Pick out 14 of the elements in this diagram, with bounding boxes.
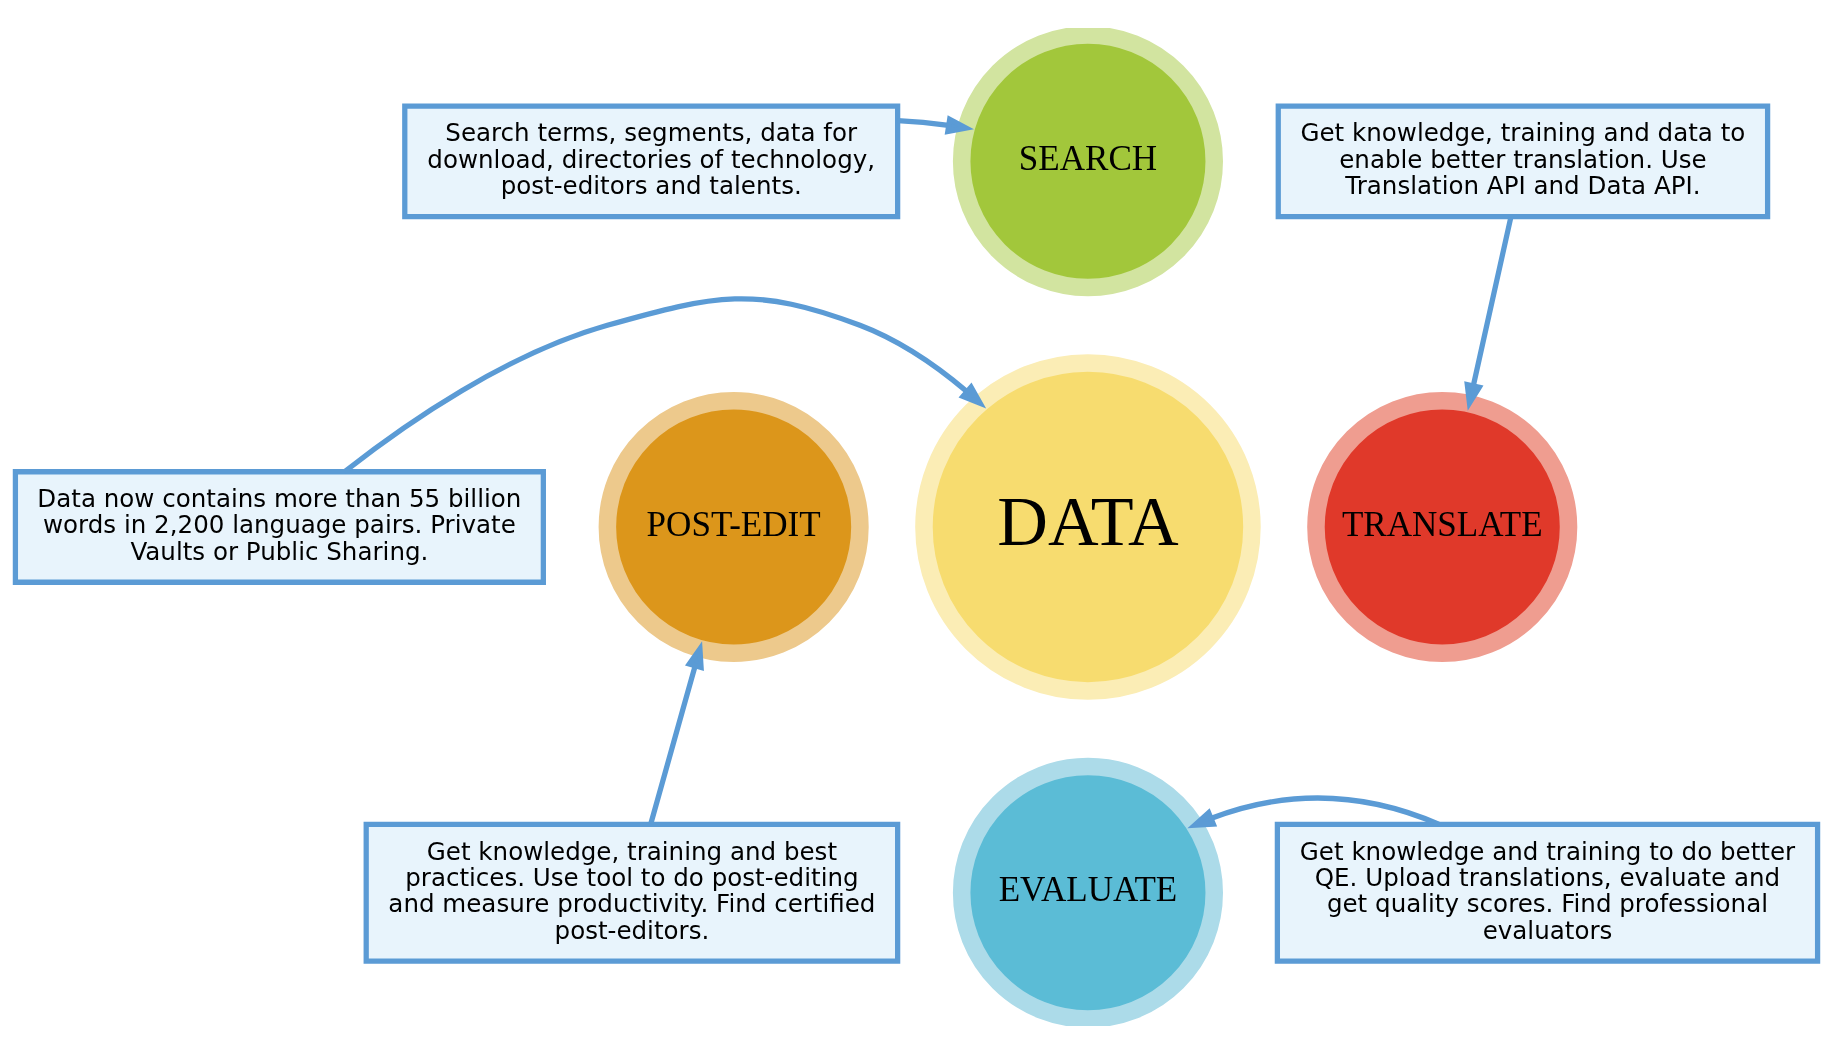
node-box: Get knowledge, training and best practices. Use tool to do post-editing and measure productivity. Find certified post-editors.: [363, 821, 901, 964]
node-box: Get knowledge and training to do better QE. Upload translations, evaluate and get quality scores. Find professional evaluators: [1274, 821, 1821, 964]
arrow: [1464, 216, 1514, 411]
node-circle: POST-EDIT: [598, 391, 869, 662]
node-circle: TRANSLATE: [1307, 391, 1578, 662]
arrow: [897, 114, 974, 135]
node-circle: EVALUATE: [952, 757, 1223, 1026]
node-box: Get knowledge, training and data to enable better translation. Use Translation API and Data API.: [1275, 102, 1771, 219]
arrow: [648, 640, 704, 825]
node-box: Search terms, segments, data for download, directories of technology, post-editors and talents.: [402, 102, 901, 219]
node-circle: DATA: [915, 353, 1261, 700]
node-circle: SEARCH: [952, 27, 1223, 296]
arrow: [1187, 794, 1440, 828]
node-box: Data now contains more than 55 billion words in 2,200 language pairs. Private Vaults or Public Sharing.: [12, 468, 546, 585]
